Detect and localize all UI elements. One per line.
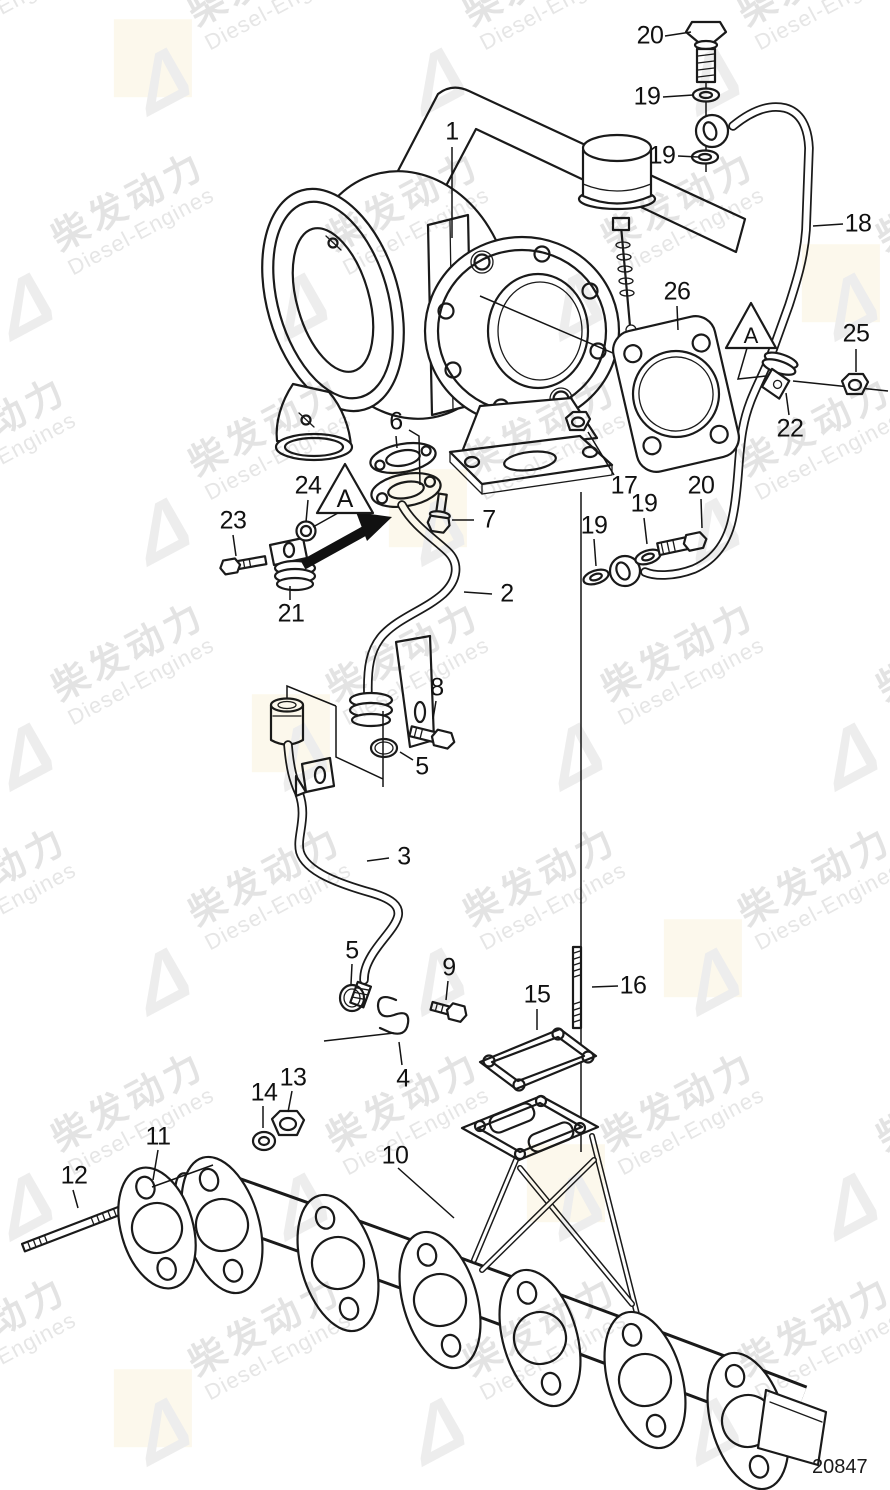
- bolt-9: [429, 1000, 468, 1023]
- pipe-clamp-22: [760, 351, 799, 400]
- part-oil-supply-pipe-3: [269, 697, 468, 1042]
- compressor-inlet: [261, 187, 405, 413]
- part-oil-drain-pipe-2: [286, 441, 461, 787]
- part-clamp-21-group: [219, 512, 392, 592]
- turbo-cap: [577, 133, 657, 211]
- gasket-26: [612, 315, 740, 473]
- bushing-24: [295, 520, 317, 542]
- bolt-8: [408, 725, 456, 750]
- part-gasket-15: [478, 1027, 598, 1092]
- clip-4: [376, 995, 410, 1035]
- part-turbocharger: [261, 86, 747, 495]
- part-nut-13: [270, 1109, 306, 1137]
- nut-17: [564, 410, 592, 432]
- manifold-top-flange: [460, 1094, 600, 1162]
- washer-19c: [580, 565, 612, 589]
- direction-arrow: [300, 512, 392, 570]
- gasket11-alignment-line: [151, 1164, 214, 1188]
- pipe2-ferrule: [348, 691, 394, 728]
- banjo-fitting-upper: [694, 113, 730, 149]
- part-gasket-11: [117, 1166, 197, 1290]
- part-oil-pipe-18: [580, 20, 889, 589]
- svg-text:A: A: [744, 323, 759, 348]
- part-stud-16: [571, 945, 583, 1030]
- part-exhaust-manifold-10: [166, 1094, 828, 1490]
- turbo-mount-foot: [448, 396, 614, 495]
- part-washer-14: [251, 1130, 277, 1152]
- gasket-6a: [369, 441, 437, 475]
- banjo-bolt-20-lower: [656, 531, 708, 557]
- washer-19a: [691, 87, 721, 103]
- o-ring-5a: [369, 737, 399, 759]
- o-ring-5b: [338, 983, 366, 1013]
- turbine-flange: [423, 235, 621, 427]
- nut-25: [840, 372, 870, 396]
- banjo-bolt-20-upper: [684, 20, 728, 84]
- part-stud-12: [20, 1205, 124, 1253]
- quality-triangle-a-right: A: [724, 301, 778, 380]
- svg-text:A: A: [337, 485, 354, 513]
- pipe3-fitting: [269, 697, 305, 746]
- vband-clamp-bolts: [298, 235, 342, 428]
- leader-lines: [72, 31, 857, 1219]
- manifold-end-bracket: [756, 1388, 828, 1467]
- quality-triangle-a-left: A: [312, 462, 375, 528]
- bolt-23: [219, 555, 268, 576]
- pipe3-clamp: [294, 756, 336, 798]
- compressor-outlet: [274, 382, 354, 462]
- turbo-bracket: [360, 86, 747, 275]
